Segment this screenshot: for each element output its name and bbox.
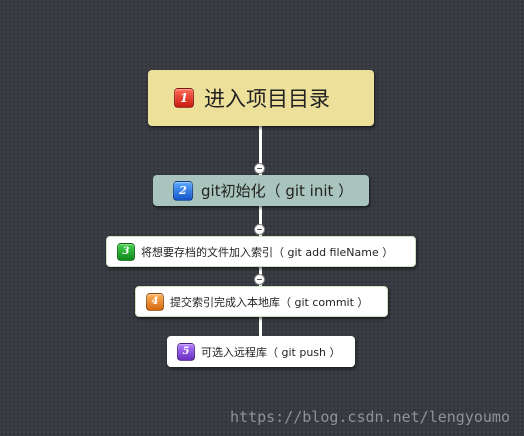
step-number-badge: 5	[177, 342, 195, 361]
step-number-badge: 4	[146, 292, 164, 311]
node-label: 提交索引完成入本地库（ git commit ）	[170, 295, 369, 309]
node-step-1[interactable]: 1 进入项目目录	[148, 70, 374, 126]
node-label: 可选入远程库（ git push ）	[201, 345, 341, 359]
collapse-toggle-node-2[interactable]	[254, 224, 265, 235]
node-label: git初始化（ git init ）	[201, 182, 354, 200]
node-step-4[interactable]: 4 提交索引完成入本地库（ git commit ）	[135, 286, 388, 317]
connector-line-1-2	[259, 126, 262, 175]
connector-line-2-3	[259, 206, 262, 236]
step-number-badge: 1	[174, 88, 194, 108]
collapse-toggle-node-1[interactable]	[254, 163, 265, 174]
node-step-3[interactable]: 3 将想要存档的文件加入索引（ git add fileName ）	[106, 236, 416, 267]
collapse-toggle-node-3[interactable]	[254, 274, 265, 285]
node-step-5[interactable]: 5 可选入远程库（ git push ）	[167, 336, 355, 367]
watermark-url: https://blog.csdn.net/lengyoumo	[230, 408, 510, 426]
node-step-2[interactable]: 2 git初始化（ git init ）	[153, 175, 369, 206]
connector-line-4-5	[259, 317, 262, 336]
node-label: 将想要存档的文件加入索引（ git add fileName ）	[141, 245, 394, 259]
node-label: 进入项目目录	[204, 87, 330, 111]
step-number-badge: 2	[173, 180, 193, 201]
step-number-badge: 3	[117, 242, 135, 261]
